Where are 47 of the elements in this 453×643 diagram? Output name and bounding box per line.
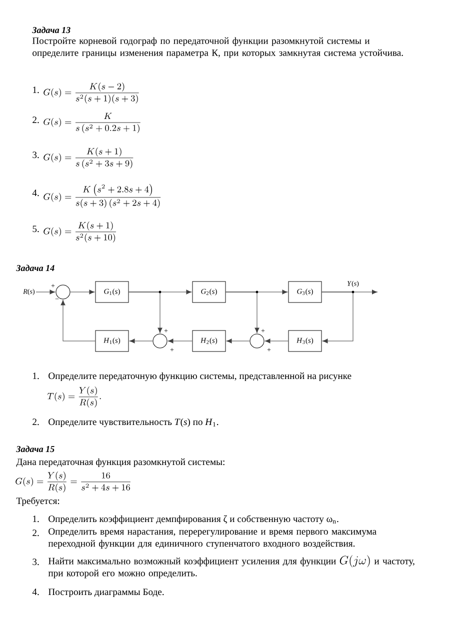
label: $G(j\omega)$ — [340, 555, 370, 568]
formula: $G(s)=\frac{Y(s)}{R(s)}=\frac{16}{s^2+4s+16}$ — [16, 472, 130, 492]
arrow — [70, 290, 95, 294]
arrow — [128, 292, 162, 334]
formula: $G(s)=\frac{K(s+1)}{s^2(s+10)}$ — [44, 222, 116, 242]
item-number: 3. — [32, 558, 39, 566]
text-line: Определить коэффициент демпфирования ζ и собственную частоту ω$_{n}$. — [48, 515, 338, 524]
formula: $G(s)=\frac{K(s-2)}{s^2(s+1)(s+3)}$ — [44, 82, 139, 104]
item-number: 2. — [32, 530, 39, 536]
text-line: Дана передаточная функция разомкнутой системы: — [16, 458, 224, 468]
text-line: Определите передаточную функцию системы, представленной на рисунке — [48, 372, 352, 382]
formula: $T(s)=\frac{Y(s)}{R(s)}.$ — [47, 386, 101, 408]
arrow — [226, 338, 250, 344]
paragraph: Определить время нарастания, перерегулирование и время первого максимума переходной функции для единичного ступенчатого входного воздействия. — [48, 528, 376, 549]
heading: Задача 15 — [16, 446, 54, 452]
item-number: 1. — [33, 86, 39, 94]
heading: Задача 14 — [16, 264, 54, 272]
formula: $G(s)=\frac{K\left(s^2+2.8s+4\right)}{s(s+3)\left(s^2+2s+4\right)}$ — [44, 184, 161, 208]
heading: Задача 13 — [32, 26, 70, 34]
paragraph: Найти максимально возможный коэффициент усиления для функции $G(j\omega)$ и частоту, при которой его можно определить. — [48, 555, 414, 578]
summing-junction — [152, 334, 168, 348]
label: при которой его можно определить. — [48, 570, 197, 578]
arrow — [168, 338, 192, 344]
formula: $G(s)=\frac{K(s+1)}{s\left(s^2+3s+9\right)}$ — [44, 148, 134, 168]
text-line: Требуется: — [16, 497, 60, 506]
paragraph: Постройте корневой годограф по передаточной функции разомкнутой системы и определите границы изменения параметра К, при которых замкнутая система устойчива. — [32, 37, 403, 58]
arrow — [322, 292, 354, 344]
item-number: 5. — [32, 226, 39, 232]
arrow — [226, 292, 260, 334]
item-number: 4. — [32, 588, 39, 596]
arrow — [36, 290, 56, 294]
item-number: 3. — [32, 152, 39, 158]
item-number: 1. — [33, 372, 39, 380]
arrow — [129, 338, 153, 344]
summing-junction — [250, 334, 264, 348]
label: и частоту, — [374, 560, 414, 566]
text-line: Построить диаграммы Боде. — [48, 588, 164, 598]
item-number: 2. — [32, 418, 39, 426]
label: Найти максимально возможный коэффициент усиления для функции — [48, 558, 336, 566]
formula: $G(s)=\frac{K}{s\left(s^2+0.2s+1\right)}$ — [44, 112, 140, 134]
summing-junction — [56, 284, 70, 300]
arrow — [264, 338, 288, 344]
text-line: Определите чувствительность T(s) по H$_{1}$. — [48, 418, 218, 428]
item-number: 1. — [33, 516, 39, 522]
item-number: 4. — [32, 190, 39, 196]
arrow — [60, 300, 96, 342]
item-number: 2. — [32, 116, 39, 124]
